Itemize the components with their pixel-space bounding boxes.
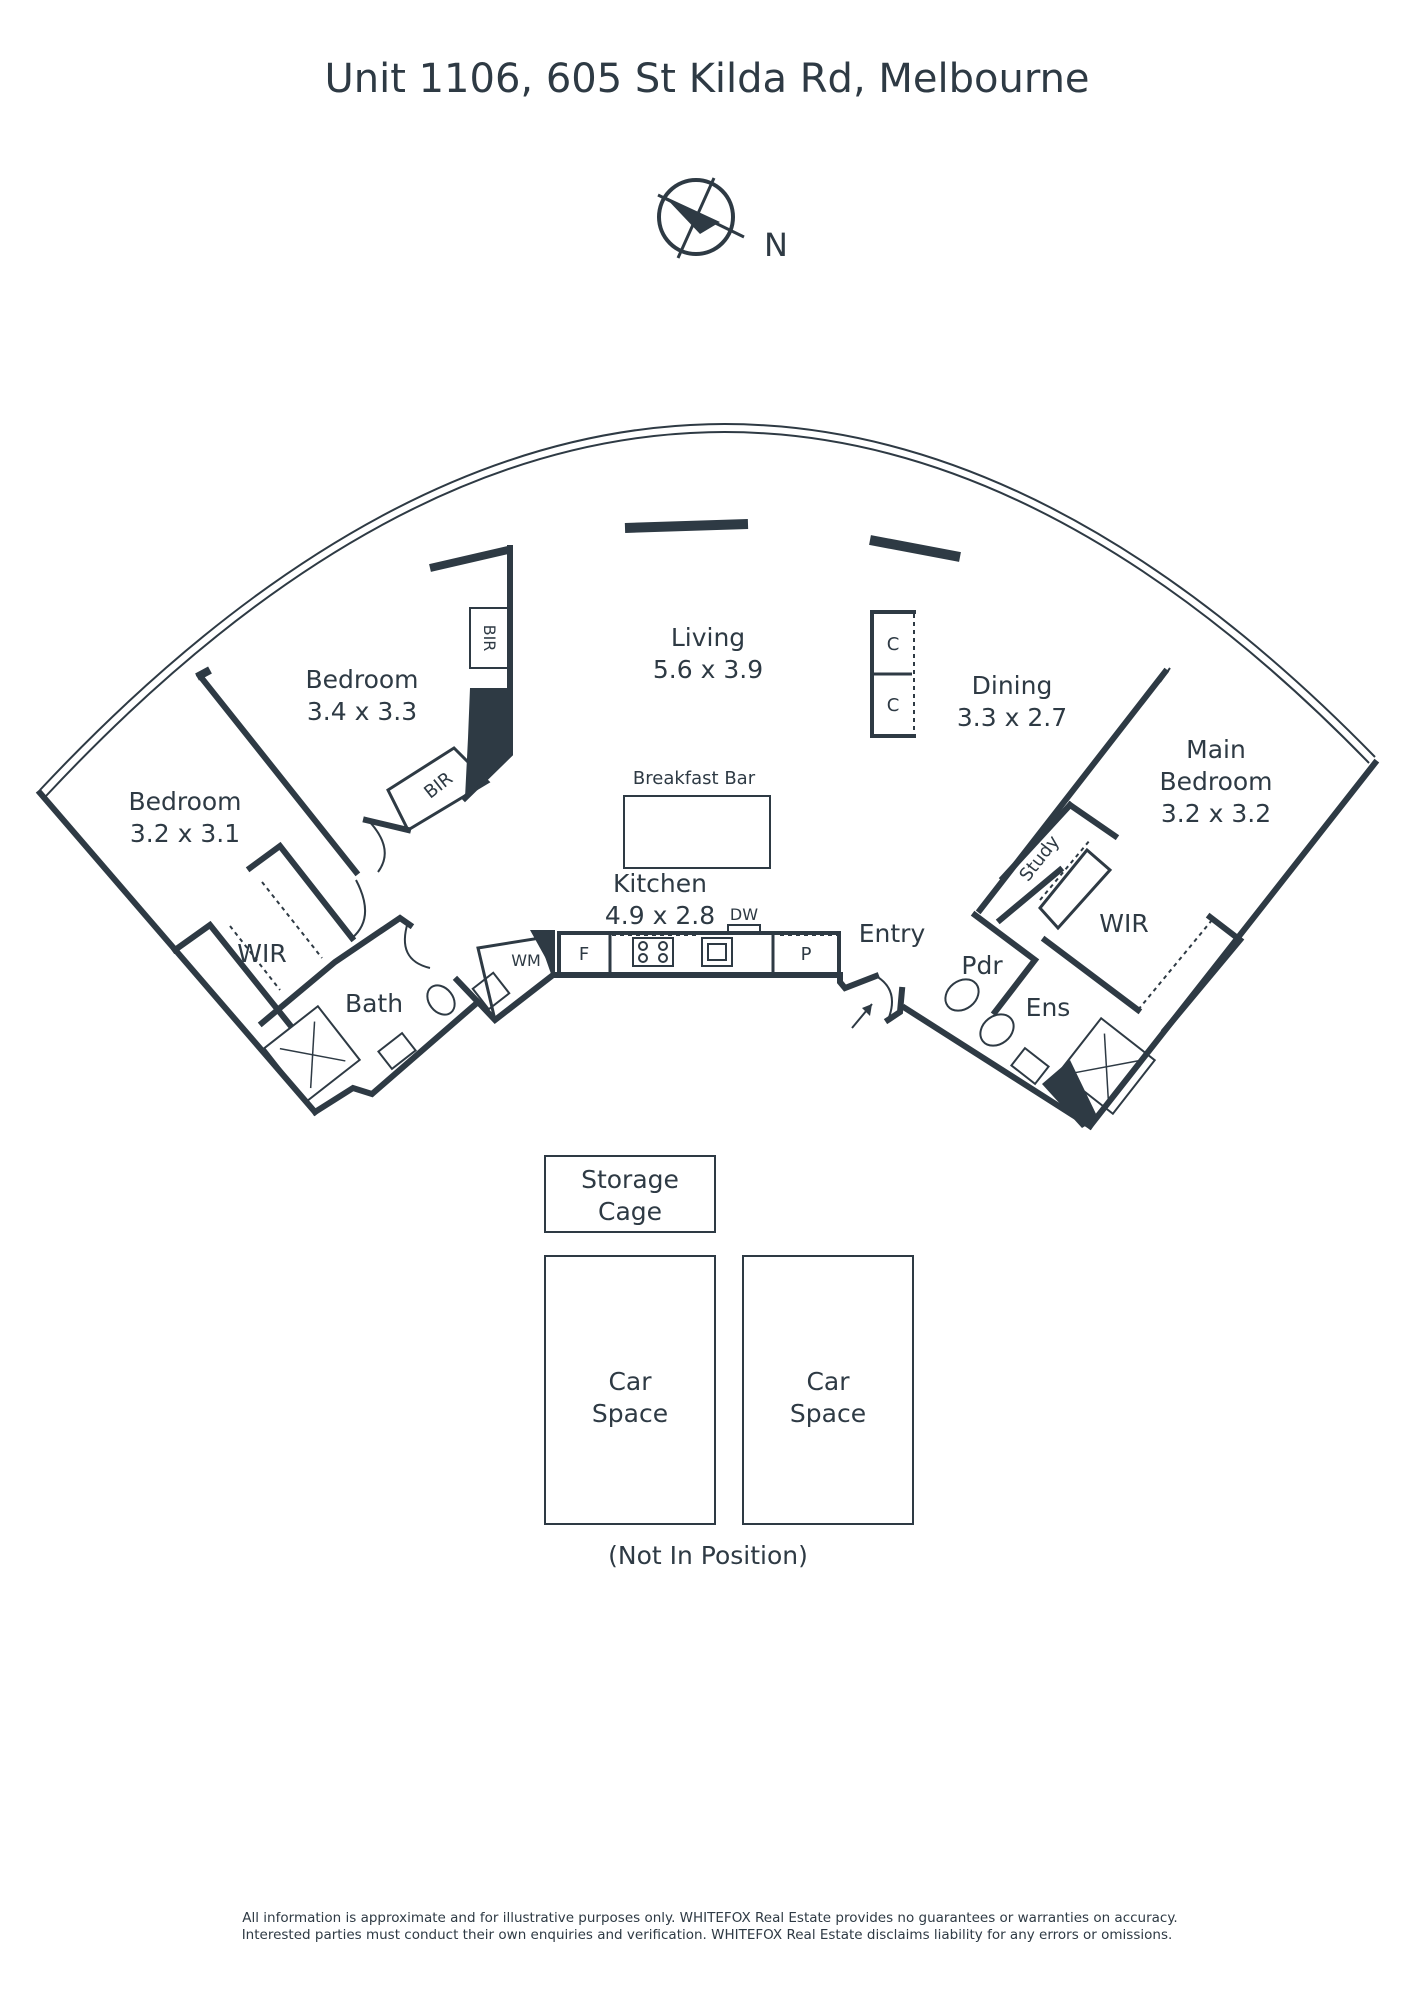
pdr-label: Pdr [961, 951, 1003, 980]
living-label: Living [671, 623, 745, 652]
kitchen-label: Kitchen [613, 869, 707, 898]
bath-label: Bath [345, 989, 403, 1018]
compass-icon [657, 177, 745, 259]
disclaimer-line-2: Interested parties must conduct their ow… [242, 1927, 1173, 1943]
car-space-1 [544, 1255, 716, 1525]
main-bedroom-size: 3.2 x 3.2 [1161, 799, 1271, 828]
compass-north-label: N [764, 226, 788, 264]
wm-label: WM [511, 951, 541, 970]
bedroom-2-size: 3.4 x 3.3 [307, 697, 417, 726]
dishwasher-label: DW [730, 905, 758, 924]
storage-cage-label-2: Cage [598, 1197, 662, 1226]
car-space-2 [742, 1255, 914, 1525]
ens-label: Ens [1026, 993, 1071, 1022]
bedroom-3-size: 3.2 x 3.1 [130, 819, 240, 848]
bedroom-2-label: Bedroom [305, 665, 418, 694]
cupboard-2-label: C [887, 695, 900, 716]
apartment-walls [35, 423, 1380, 1131]
storage-cage [544, 1155, 716, 1233]
page-title: Unit 1106, 605 St Kilda Rd, Melbourne [324, 56, 1089, 102]
main-bedroom-label-1: Main [1186, 735, 1246, 764]
fridge-label: F [579, 944, 589, 965]
car-space-1-label-1: Car [608, 1367, 652, 1396]
car-space-1-label-2: Space [592, 1399, 668, 1428]
breakfast-bar-label: Breakfast Bar [633, 768, 756, 789]
bir-top-label: BIR [480, 625, 499, 652]
car-space-2-label-2: Space [790, 1399, 866, 1428]
car-space-2-label-1: Car [806, 1367, 850, 1396]
dining-size: 3.3 x 2.7 [957, 703, 1067, 732]
bedroom-3-label: Bedroom [128, 787, 241, 816]
bir-bottom-label: BIR [420, 768, 457, 803]
kitchen-size: 4.9 x 2.8 [605, 901, 715, 930]
wir-right-label: WIR [1099, 909, 1148, 938]
pantry-label: P [801, 944, 812, 965]
disclaimer-line-1: All information is approximate and for i… [242, 1910, 1177, 1926]
cupboard-1-label: C [887, 634, 900, 655]
entry-label: Entry [859, 919, 926, 948]
parking-note: (Not In Position) [608, 1541, 808, 1570]
wir-left-label: WIR [237, 939, 286, 968]
dining-label: Dining [972, 671, 1053, 700]
living-size: 5.6 x 3.9 [653, 655, 763, 684]
main-bedroom-label-2: Bedroom [1159, 767, 1272, 796]
storage-cage-label-1: Storage [581, 1165, 679, 1194]
